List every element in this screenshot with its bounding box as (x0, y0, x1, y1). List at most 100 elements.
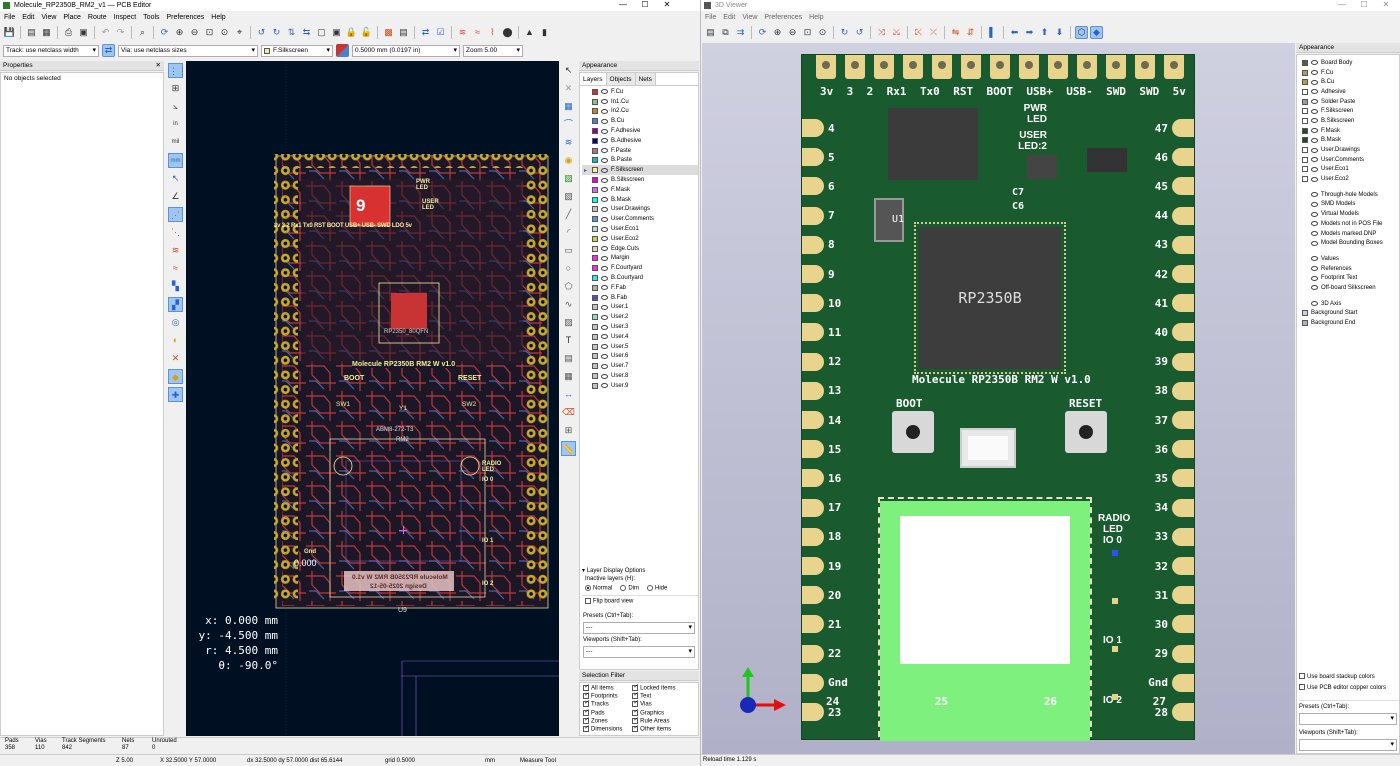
zone-fill-icon[interactable]: ≈ (173, 263, 178, 273)
page-settings-icon[interactable]: ▦ (42, 27, 51, 37)
layer-row-f-cu[interactable]: F.Cu (582, 87, 698, 97)
3d-visibility-eye-icon[interactable] (1311, 79, 1318, 85)
menu-inspect[interactable]: Inspect (113, 14, 137, 21)
visibility-eye-icon[interactable] (601, 216, 608, 222)
background-color-swatch[interactable] (1302, 310, 1308, 317)
layer-color-swatch[interactable] (592, 382, 598, 389)
3d-object-row-footprint-text[interactable]: Footprint Text (1297, 273, 1399, 283)
3d-layer-swatch[interactable] (1302, 88, 1308, 95)
3d-object-eye-icon[interactable] (1311, 285, 1318, 291)
tune-length-icon[interactable]: ⌇ (490, 27, 495, 37)
close-icon[interactable]: ✕ (663, 0, 671, 9)
add-image-icon[interactable]: ▨ (564, 317, 573, 327)
maximize-icon[interactable]: ☐ (641, 0, 649, 9)
layer-row-user-8[interactable]: User.8 (582, 371, 698, 381)
zoom-out-icon[interactable]: ⊖ (190, 27, 199, 37)
layer-color-swatch[interactable] (592, 363, 598, 370)
presets-select[interactable]: --- (583, 622, 695, 634)
use-copper-colors-checkbox[interactable]: Use PCB editor copper colors (1299, 683, 1386, 694)
pan-left-icon[interactable]: ⬅ (1010, 27, 1019, 37)
3d-layer-swatch[interactable] (1302, 147, 1308, 154)
3d-close-icon[interactable]: ✕ (1382, 0, 1390, 9)
layer-color-swatch[interactable] (592, 118, 598, 125)
3d-axis-eye-icon[interactable] (1311, 301, 1318, 307)
layer-color-swatch[interactable] (592, 284, 598, 291)
grid-toggle-icon[interactable]: ⋮⋮ (168, 63, 187, 78)
visibility-eye-icon[interactable] (601, 118, 608, 124)
3d-layer-row-f-cu[interactable]: F.Cu (1297, 68, 1399, 78)
visibility-eye-icon[interactable] (601, 265, 608, 271)
add-via-icon[interactable]: ◉ (564, 155, 573, 165)
net-color-icon[interactable]: ◐ (172, 335, 179, 345)
flip-board-checkbox[interactable]: Flip board view (582, 595, 698, 607)
ortho-view-icon[interactable]: ⬡ (1075, 26, 1088, 39)
3d-layer-row-adhesive[interactable]: Adhesive (1297, 87, 1399, 97)
footprint-browser-icon[interactable]: ▤ (399, 27, 408, 37)
3d-object-row-values[interactable]: Values (1297, 254, 1399, 264)
visibility-eye-icon[interactable] (601, 197, 608, 203)
rotate-ccw-icon[interactable]: ↺ (257, 27, 266, 37)
footprint-editor-icon[interactable]: ▩ (384, 27, 393, 37)
3d-visibility-eye-icon[interactable] (1311, 166, 1318, 172)
layer-row-user-5[interactable]: User.5 (582, 342, 698, 352)
3d-misc-row-3d-axis[interactable]: 3D Axis (1297, 299, 1399, 309)
3d-layer-row-b-silkscreen[interactable]: B.Silkscreen (1297, 116, 1399, 126)
add-textbox-icon[interactable]: ▤ (564, 353, 573, 363)
3d-visibility-eye-icon[interactable] (1311, 137, 1318, 143)
net-inspector-icon[interactable]: ⬤ (502, 27, 513, 37)
layer-color-swatch[interactable] (592, 333, 598, 340)
visibility-eye-icon[interactable] (601, 177, 608, 183)
layer-row-user-1[interactable]: User.1 (582, 303, 698, 313)
drc-markers-icon[interactable]: ✕ (171, 353, 180, 363)
3d-object-eye-icon[interactable] (1311, 192, 1318, 198)
rotate-y-ccw-icon[interactable]: ⤩ (892, 27, 901, 37)
layer-color-swatch[interactable] (592, 245, 598, 252)
3d-object-eye-icon[interactable] (1311, 256, 1318, 262)
3d-visibility-eye-icon[interactable] (1311, 128, 1318, 134)
3d-visibility-eye-icon[interactable] (1311, 99, 1318, 105)
3d-object-eye-icon[interactable] (1311, 211, 1318, 217)
3d-visibility-eye-icon[interactable] (1311, 108, 1318, 114)
layer-row-user-eco1[interactable]: User.Eco1 (582, 224, 698, 234)
refresh-icon[interactable]: ⟳ (160, 27, 169, 37)
3d-visibility-eye-icon[interactable] (1311, 157, 1318, 163)
units-mil-icon[interactable]: mil (171, 139, 180, 145)
layer-color-swatch[interactable] (592, 88, 598, 95)
3d-menu-help[interactable]: Help (809, 14, 824, 21)
3d-object-eye-icon[interactable] (1311, 231, 1318, 237)
layer-row-user-drawings[interactable]: User.Drawings (582, 205, 698, 215)
layer-row-b-fab[interactable]: B.Fab (582, 293, 698, 303)
angle-snap-icon[interactable]: ∠ (171, 191, 180, 201)
rotate-y-cw-icon[interactable]: ⤨ (877, 27, 886, 37)
3d-object-row-model-bounding-boxes[interactable]: Model Bounding Boxes (1297, 238, 1399, 248)
close-panel-icon[interactable]: ✕ (155, 62, 161, 69)
units-inch-icon[interactable]: in (173, 121, 178, 127)
filter-graphics-checkbox[interactable]: Graphics (632, 708, 695, 718)
layer-color-swatch[interactable] (592, 255, 598, 262)
layer-row-user-comments[interactable]: User.Comments (582, 214, 698, 224)
3d-presets-select[interactable] (1299, 713, 1397, 725)
display-options-toggle[interactable]: ▾ Layer Display Options (582, 568, 646, 574)
redo-icon[interactable]: ↷ (116, 27, 125, 37)
visibility-eye-icon[interactable] (601, 373, 608, 379)
visibility-eye-icon[interactable] (601, 226, 608, 232)
layer-color-swatch[interactable] (592, 226, 598, 233)
rotate-x-cw-icon[interactable]: ↻ (840, 27, 849, 37)
3d-object-row-models-marked-dnp[interactable]: Models marked DNP (1297, 229, 1399, 239)
3d-zoom-in-icon[interactable]: ⊕ (773, 27, 782, 37)
filter-all-items-checkbox[interactable]: All items (583, 683, 632, 693)
visibility-eye-icon[interactable] (601, 246, 608, 252)
flip-board-v-icon[interactable]: ⇵ (966, 27, 975, 37)
layer-color-swatch[interactable] (592, 294, 598, 301)
filter-vias-checkbox[interactable]: Vias (632, 699, 695, 709)
visibility-eye-icon[interactable] (601, 304, 608, 310)
layer-row-user-4[interactable]: User.4 (582, 332, 698, 342)
layer-color-swatch[interactable] (592, 177, 598, 184)
pcb-canvas[interactable]: 3v 3 2 Rx1 Tx0 RST BOOT USB+ USB- SWD LD… (186, 61, 559, 736)
3d-raytrace-icon[interactable]: ⇉ (736, 27, 745, 37)
menu-help[interactable]: Help (211, 14, 226, 21)
filter-zones-checkbox[interactable]: Zones (583, 716, 632, 726)
3d-maximize-icon[interactable]: ☐ (1360, 0, 1368, 9)
ratsnest-icon[interactable]: ⋰ (168, 207, 183, 222)
visibility-eye-icon[interactable] (601, 275, 608, 281)
